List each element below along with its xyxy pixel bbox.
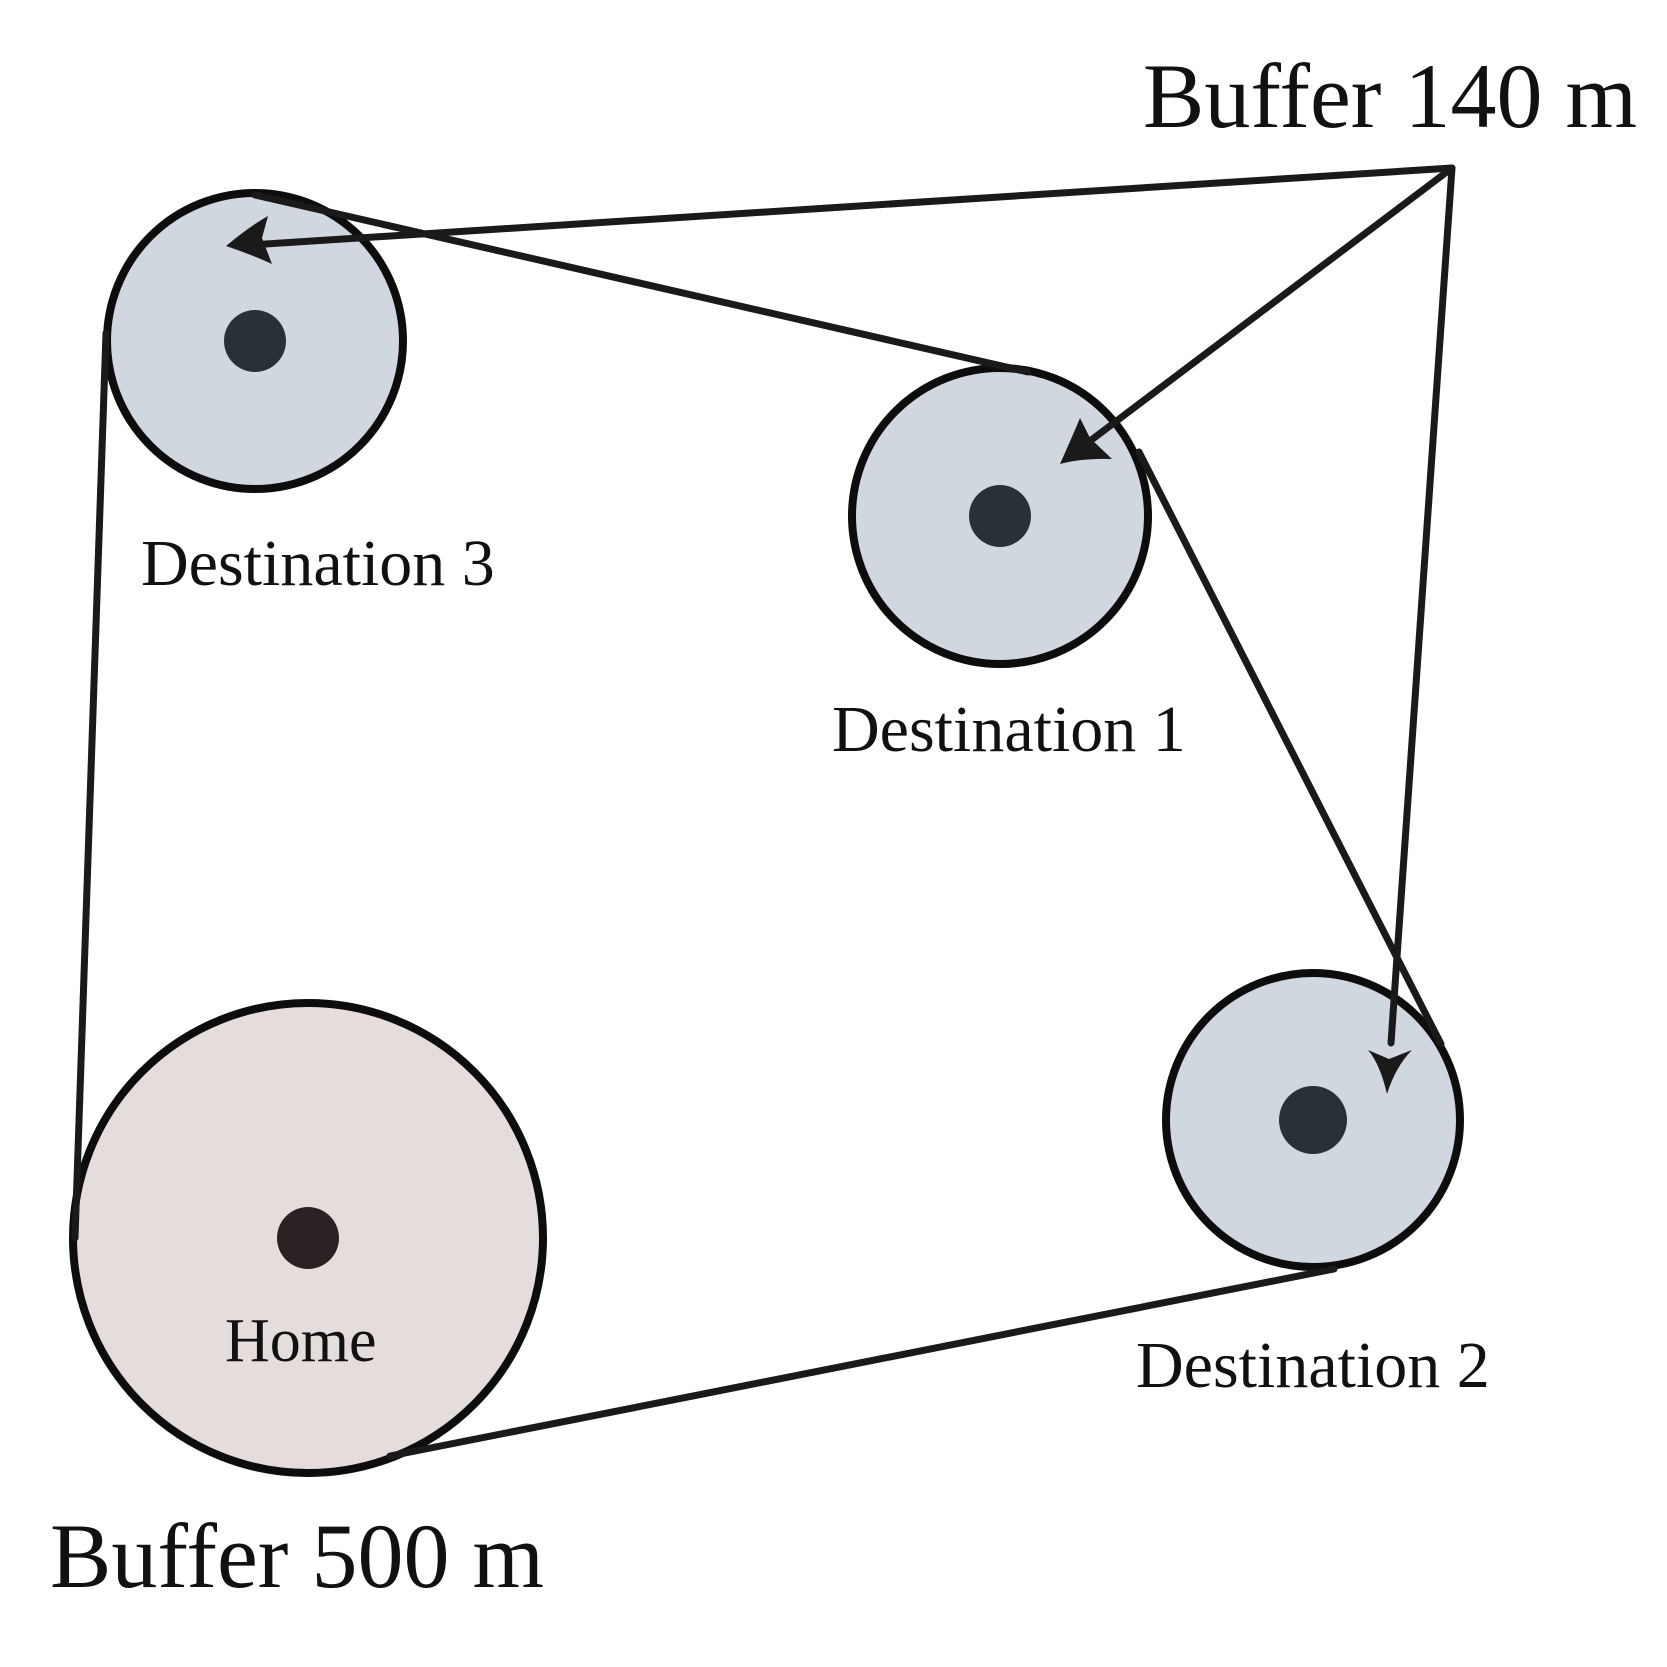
- hull-segment-dest1-dest2: [1135, 448, 1445, 1048]
- route-hull: [71, 191, 1445, 1460]
- destination-1-label: Destination 1: [832, 693, 1186, 766]
- hull-segment-dest2-home: [386, 1265, 1338, 1460]
- arrow-line-to-destination-3: [246, 164, 1456, 249]
- arrow-head-destination-2: [1368, 1050, 1412, 1094]
- destination-1-center-dot: [969, 485, 1031, 547]
- arrow-line-to-destination-2: [1387, 164, 1456, 1047]
- destination-2-label: Destination 2: [1136, 1329, 1490, 1402]
- buffer-140-label: Buffer 140 m: [1143, 45, 1637, 147]
- arrow-head-destination-3: [226, 216, 272, 264]
- destination-3-center-dot: [224, 310, 286, 372]
- hull-segment-dest3-dest1: [251, 191, 1032, 376]
- arrow-head-destination-1: [1060, 418, 1112, 464]
- destination-2-center-dot: [1279, 1086, 1347, 1154]
- destination-3-label: Destination 3: [141, 527, 495, 600]
- home-label: Home: [225, 1307, 377, 1375]
- buffer-arrows: [226, 164, 1456, 1094]
- arrow-line-to-destination-1: [1078, 164, 1456, 451]
- home-center-dot: [277, 1207, 339, 1269]
- hull-segment-home-dest3: [71, 329, 110, 1242]
- buffer-500-label: Buffer 500 m: [50, 1505, 544, 1607]
